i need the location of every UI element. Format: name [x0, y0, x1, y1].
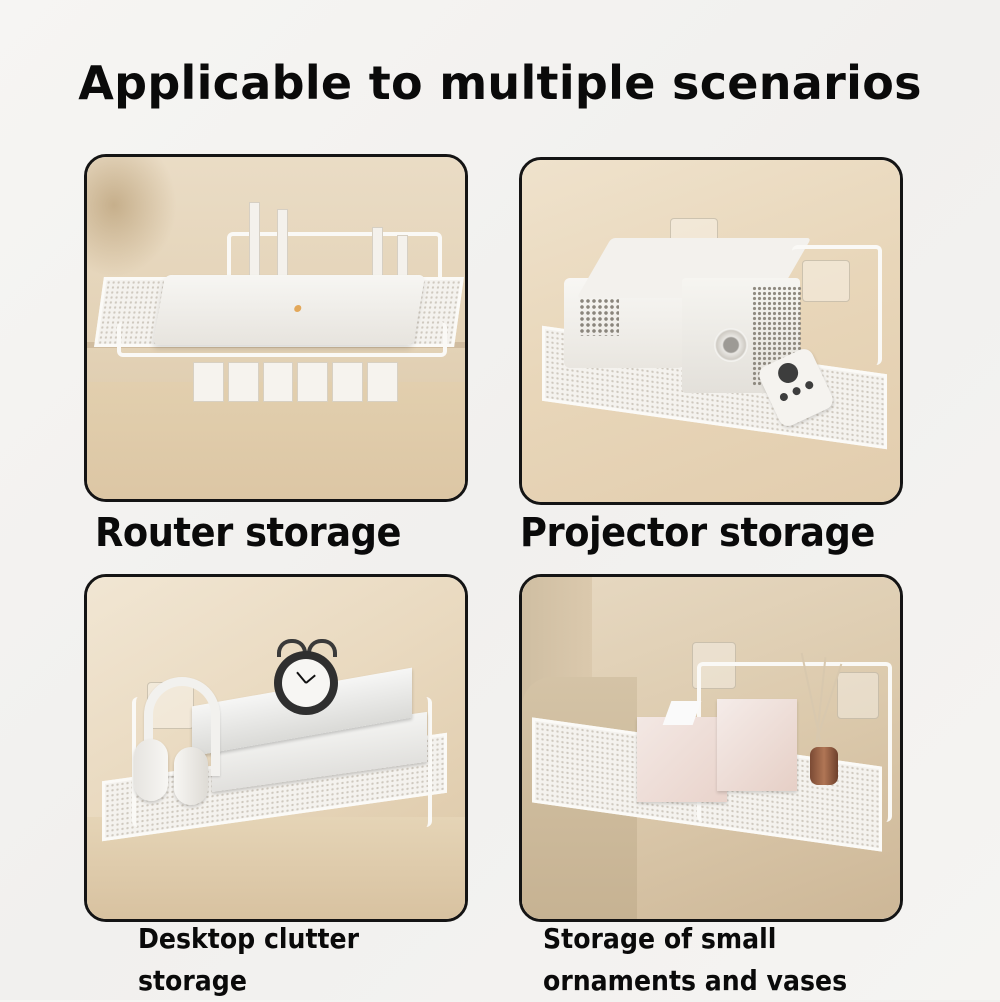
- wall-sockets-icon: [193, 362, 398, 402]
- caption-line-2: ornaments and vases: [543, 964, 848, 997]
- page-title: Applicable to multiple scenarios: [78, 56, 922, 110]
- tissue-box-icon: [637, 701, 727, 802]
- projector-icon: [564, 238, 812, 398]
- headphones-icon: [132, 677, 220, 807]
- scenario-image-projector: [519, 157, 903, 505]
- scenario-image-router: [84, 154, 468, 502]
- caption-line-1: Desktop clutter: [138, 922, 360, 955]
- caption-projector-storage: Projector storage: [520, 510, 875, 556]
- caption-line-2: storage: [138, 964, 247, 997]
- caption-line-1: Storage of small: [543, 922, 777, 955]
- alarm-clock-icon: [272, 639, 342, 717]
- scenario-image-ornaments-vases: [519, 574, 903, 922]
- plant-shadow-icon: [87, 157, 177, 277]
- caption-desktop-clutter-storage: Desktop clutter storage: [138, 918, 359, 1002]
- caption-router-storage: Router storage: [95, 510, 401, 556]
- reed-diffuser-icon: [800, 652, 843, 792]
- caption-ornaments-vases-storage: Storage of small ornaments and vases: [543, 918, 847, 1002]
- scenario-image-desktop-clutter: [84, 574, 468, 922]
